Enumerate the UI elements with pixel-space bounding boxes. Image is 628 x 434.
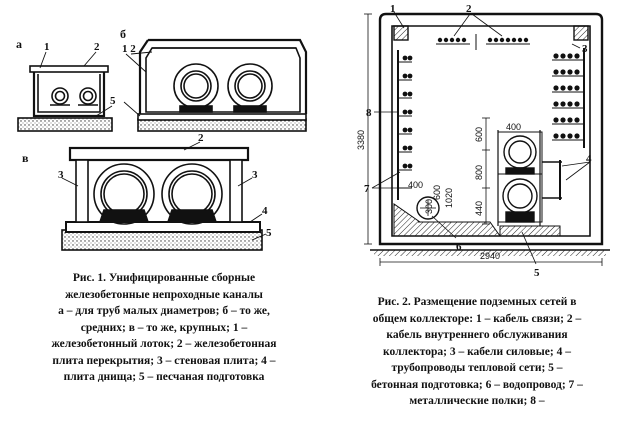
heat-pipes bbox=[497, 130, 562, 226]
fig2-diagram bbox=[364, 11, 610, 266]
base-b bbox=[137, 113, 307, 121]
fig2-caption-line: Рис. 2. Размещение подземных сетей в bbox=[377, 296, 577, 308]
fig1-callout-5v: 5 bbox=[266, 227, 272, 239]
fig2-callout-2: 2 bbox=[466, 3, 472, 15]
fig2-caption-line: металлические полки; 8 – bbox=[409, 395, 545, 407]
fig2-caption-line: коллектора; 3 – кабели силовые; 4 – bbox=[383, 345, 571, 358]
fig1-caption-line: железобетонные непроходные каналы bbox=[65, 288, 263, 301]
fig1-callout-12: 1 2 bbox=[122, 43, 136, 55]
dim-height: 3380 bbox=[356, 130, 366, 150]
fig1-panel-b bbox=[137, 38, 308, 132]
top-slab-v bbox=[68, 146, 250, 162]
fig2-callout-4: 4 bbox=[586, 153, 592, 165]
fig2-callout-7: 7 bbox=[364, 183, 370, 195]
fig1-panel-a bbox=[17, 65, 113, 132]
fig1-caption-line: средних; в – то же, крупных; 1 – bbox=[80, 321, 248, 334]
dim-800: 800 bbox=[474, 165, 484, 180]
trough-a bbox=[32, 70, 106, 118]
fig1-callout-4: 4 bbox=[262, 205, 268, 217]
fig2-caption-line: бетонная подготовка; 6 – водопровод; 7 – bbox=[371, 378, 583, 391]
fig2-callout-8: 8 bbox=[366, 107, 372, 119]
top-cables bbox=[436, 34, 530, 50]
right-cables bbox=[553, 53, 580, 139]
water-main bbox=[416, 196, 440, 223]
fig1-caption: Рис. 1. Унифицированные сборные железобе… bbox=[14, 270, 314, 386]
fig2-callout-1: 1 bbox=[390, 3, 396, 15]
fig2-caption-line: трубопроводы тепловой сети; 5 – bbox=[391, 362, 563, 374]
fig2-caption-line: общем коллекторе: 1 – кабель связи; 2 – bbox=[372, 312, 582, 325]
dim-600a: 600 bbox=[474, 127, 484, 142]
fig1-callout-3-right: 3 bbox=[252, 169, 258, 181]
fig1-callout-3-left: 3 bbox=[58, 169, 64, 181]
fig1-callout-5: 5 bbox=[110, 95, 116, 107]
sand-bed-b bbox=[137, 118, 307, 132]
fig1-panel-v bbox=[61, 146, 263, 251]
cover-slab-a bbox=[29, 65, 109, 73]
fig1-caption-line: а – для труб малых диаметров; б – то же, bbox=[58, 305, 270, 317]
left-cables bbox=[402, 55, 413, 169]
fig1-callout-2v: 2 bbox=[198, 132, 204, 144]
fig1-panel-a-label: а bbox=[16, 37, 22, 51]
fig2-callout-6: 6 bbox=[456, 241, 462, 253]
fig2-caption-line: кабель внутреннего обслуживания bbox=[386, 329, 568, 341]
dim-300: 300 bbox=[424, 199, 434, 214]
dim-400a: 400 bbox=[408, 180, 423, 190]
wall-right-v bbox=[229, 159, 243, 223]
dim-1020: 1020 bbox=[444, 188, 454, 208]
fig1-caption-line: железобетонный лоток; 2 – железобетонная bbox=[51, 338, 277, 350]
right-shelves bbox=[552, 48, 585, 148]
left-shelves bbox=[397, 50, 412, 200]
fig1-caption-line: плита днища; 5 – песчаная подготовка bbox=[63, 371, 265, 383]
fig1-panel-v-label: в bbox=[22, 151, 29, 165]
fig1-caption-line: Рис. 1. Унифицированные сборные bbox=[72, 272, 256, 284]
bottom-slab-v bbox=[65, 221, 261, 233]
fig2-caption: Рис. 2. Размещение подземных сетей в общ… bbox=[332, 294, 622, 410]
sand-bed-a bbox=[17, 117, 113, 132]
wall-left-v bbox=[75, 159, 89, 223]
fig1-callout-1: 1 bbox=[44, 41, 50, 53]
dim-width: 2940 bbox=[480, 251, 500, 261]
cover-slab-b bbox=[138, 38, 308, 114]
fig1-caption-line: плита перекрытия; 3 – стеновая плита; 4 … bbox=[52, 354, 276, 367]
fig1-diagram bbox=[17, 38, 308, 251]
fig2-callout-3: 3 bbox=[582, 43, 588, 55]
dim-440: 440 bbox=[474, 201, 484, 216]
fig1-panel-b-label: б bbox=[120, 27, 126, 41]
fig2-callout-5: 5 bbox=[534, 267, 540, 279]
dim-400b: 400 bbox=[506, 122, 521, 132]
collector-shell bbox=[378, 12, 604, 246]
fig1-callout-2: 2 bbox=[94, 41, 100, 53]
dim-600b: 600 bbox=[432, 185, 442, 200]
